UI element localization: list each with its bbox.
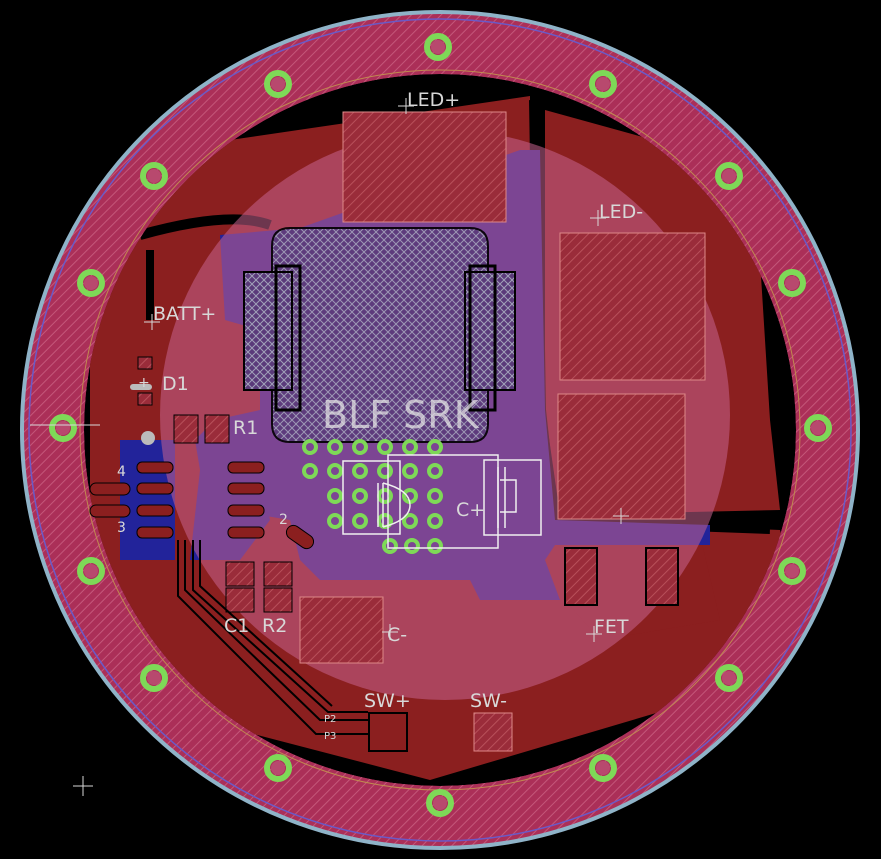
via-grid [302, 439, 443, 554]
sw-plus-pad[interactable] [368, 712, 408, 752]
led-plus-label: LED+ [407, 89, 460, 111]
c-minus-pad[interactable] [299, 596, 384, 664]
c-minus-label: C- [387, 624, 407, 646]
c1-label: C1 [224, 615, 249, 637]
batt-plus-label: BATT+ [153, 303, 216, 325]
p2-label: P2 [324, 714, 336, 725]
r1-label: R1 [233, 417, 258, 439]
sw-plus-label: SW+ [364, 690, 411, 712]
pin-4-label: 4 [117, 464, 126, 480]
d1-label: D1 [162, 373, 189, 395]
sw-minus-label: SW- [470, 690, 507, 712]
board-title: BLF SRK [322, 393, 480, 437]
d1-polarity-mark: + [138, 375, 150, 391]
pin-3-label: 3 [117, 520, 126, 536]
fet-pad-right[interactable] [645, 547, 679, 606]
fet-drain-pad[interactable] [557, 393, 686, 520]
p3-label: P3 [324, 731, 336, 742]
fet-label: FET [594, 616, 629, 638]
led-minus-label: LED- [599, 201, 643, 223]
origin-markers [30, 98, 629, 796]
batt-spring-pad[interactable] [271, 227, 489, 443]
fet-pad-left[interactable] [564, 547, 598, 606]
sw-minus-pad[interactable] [473, 712, 513, 752]
r1-pad-b[interactable] [204, 414, 230, 444]
pin-2-label: 2 [279, 512, 288, 528]
c-plus-capacitor[interactable] [342, 454, 542, 549]
mcu-footprint[interactable] [89, 461, 316, 551]
r1-pad-a[interactable] [173, 414, 199, 444]
r2-pad-a[interactable] [263, 561, 293, 587]
c-plus-label: C+ [456, 499, 485, 521]
switch-traces [177, 540, 368, 735]
led-plus-pad[interactable] [342, 111, 507, 223]
led-minus-pad[interactable] [559, 232, 706, 381]
r2-label: R2 [262, 615, 287, 637]
c1-pad-a[interactable] [225, 561, 255, 587]
via-ring-holes [49, 33, 832, 817]
